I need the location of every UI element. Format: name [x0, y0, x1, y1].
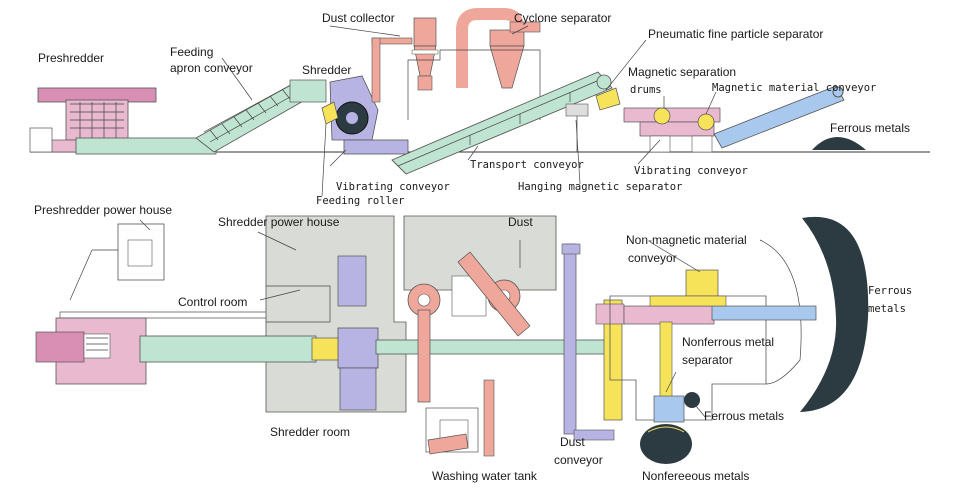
label-nonferrous-sep-2: separator — [682, 353, 733, 367]
label-magnetic-material-conveyor: Magnetic material conveyor — [712, 82, 876, 94]
label-shredder-room: Shredder room — [270, 425, 350, 439]
label-ferrous-metals-big-2: metals — [868, 303, 906, 315]
label-hanging-magnetic-separator: Hanging magnetic separator — [518, 181, 682, 193]
label-nonmag-1: Non-magnetic material — [626, 233, 747, 247]
label-shredder: Shredder — [302, 63, 351, 77]
label-transport-conveyor: Transport conveyor — [470, 159, 584, 171]
pneumatic-separator — [595, 87, 621, 111]
label-shredder-power-house: Shredder power house — [218, 215, 340, 229]
label-feeding-apron-1: Feeding — [170, 45, 213, 59]
label-feeding-apron-2: apron conveyor — [170, 61, 253, 75]
label-washing-water-tank: Washing water tank — [432, 469, 538, 483]
control-room — [266, 285, 331, 323]
label-preshredder: Preshredder — [38, 51, 104, 65]
label-dust-conveyor-2: conveyor — [554, 453, 603, 467]
magnetic-conveyor-plan — [711, 305, 817, 321]
nonferrous-separator — [653, 395, 685, 423]
shredder-machine — [321, 75, 409, 155]
magnetic-drum-plan — [623, 305, 715, 325]
cyclone-separator — [456, 8, 541, 89]
label-nonmag-2: conveyor — [628, 251, 677, 265]
cyclone-plan — [407, 251, 531, 403]
label-nonferrous-metals: Nonfereeous metals — [642, 469, 749, 483]
label-dust-conveyor-1: Dust — [560, 435, 585, 449]
label-vibrating-conveyor-1: Vibrating conveyor — [336, 181, 450, 193]
label-vibrating-conveyor-2: Vibrating conveyor — [634, 165, 748, 177]
washing-water-tank — [425, 379, 495, 457]
pneumatic-plan — [603, 299, 623, 421]
non-magnetic-conveyor-head — [685, 269, 719, 297]
ferrous-pile-big — [800, 216, 869, 412]
magnetic-drums — [623, 107, 721, 153]
label-feeding-roller: Feeding roller — [316, 195, 405, 207]
dust-conveyor — [561, 243, 615, 441]
dust-building — [403, 215, 557, 291]
label-preshredder-power-house: Preshredder power house — [34, 203, 172, 217]
transport-conveyor — [391, 71, 613, 175]
label-ferrous-metals-big-1: Ferrous — [868, 285, 912, 297]
shredder-plan — [337, 327, 379, 369]
label-cyclone-separator: Cyclone separator — [514, 11, 611, 25]
label-magnetic-sep-1: Magnetic separation — [628, 65, 736, 79]
label-pneumatic: Pneumatic fine particle separator — [648, 27, 823, 41]
labels: Preshredder Feeding apron conveyor Shred… — [34, 11, 912, 483]
label-ferrous-metals-top: Ferrous metals — [830, 121, 910, 135]
label-dust-collector: Dust collector — [322, 11, 395, 25]
apron-conveyor-plan — [139, 335, 317, 363]
label-nonferrous-sep-1: Nonferrous metal — [682, 335, 774, 349]
label-ferrous-metals-small: Ferrous metals — [704, 409, 784, 423]
label-control-room: Control room — [178, 295, 247, 309]
ferrous-pile-top — [812, 137, 866, 150]
ferrous-pile-small — [684, 392, 700, 408]
label-dust: Dust — [508, 215, 533, 229]
magnetic-material-conveyor — [713, 85, 845, 149]
vibrating-conveyor-top — [343, 139, 409, 155]
hanging-magnetic-separator — [565, 103, 589, 152]
elevation-view — [29, 8, 930, 175]
dust-collector — [371, 17, 439, 103]
feeding-roller — [321, 101, 339, 125]
building-outline — [407, 49, 541, 120]
label-magnetic-sep-2: drums — [630, 84, 662, 96]
plan-view — [35, 215, 869, 464]
nonferrous-pile — [640, 424, 692, 464]
leader-lines — [139, 25, 717, 419]
feeding-apron-conveyor — [75, 79, 327, 155]
